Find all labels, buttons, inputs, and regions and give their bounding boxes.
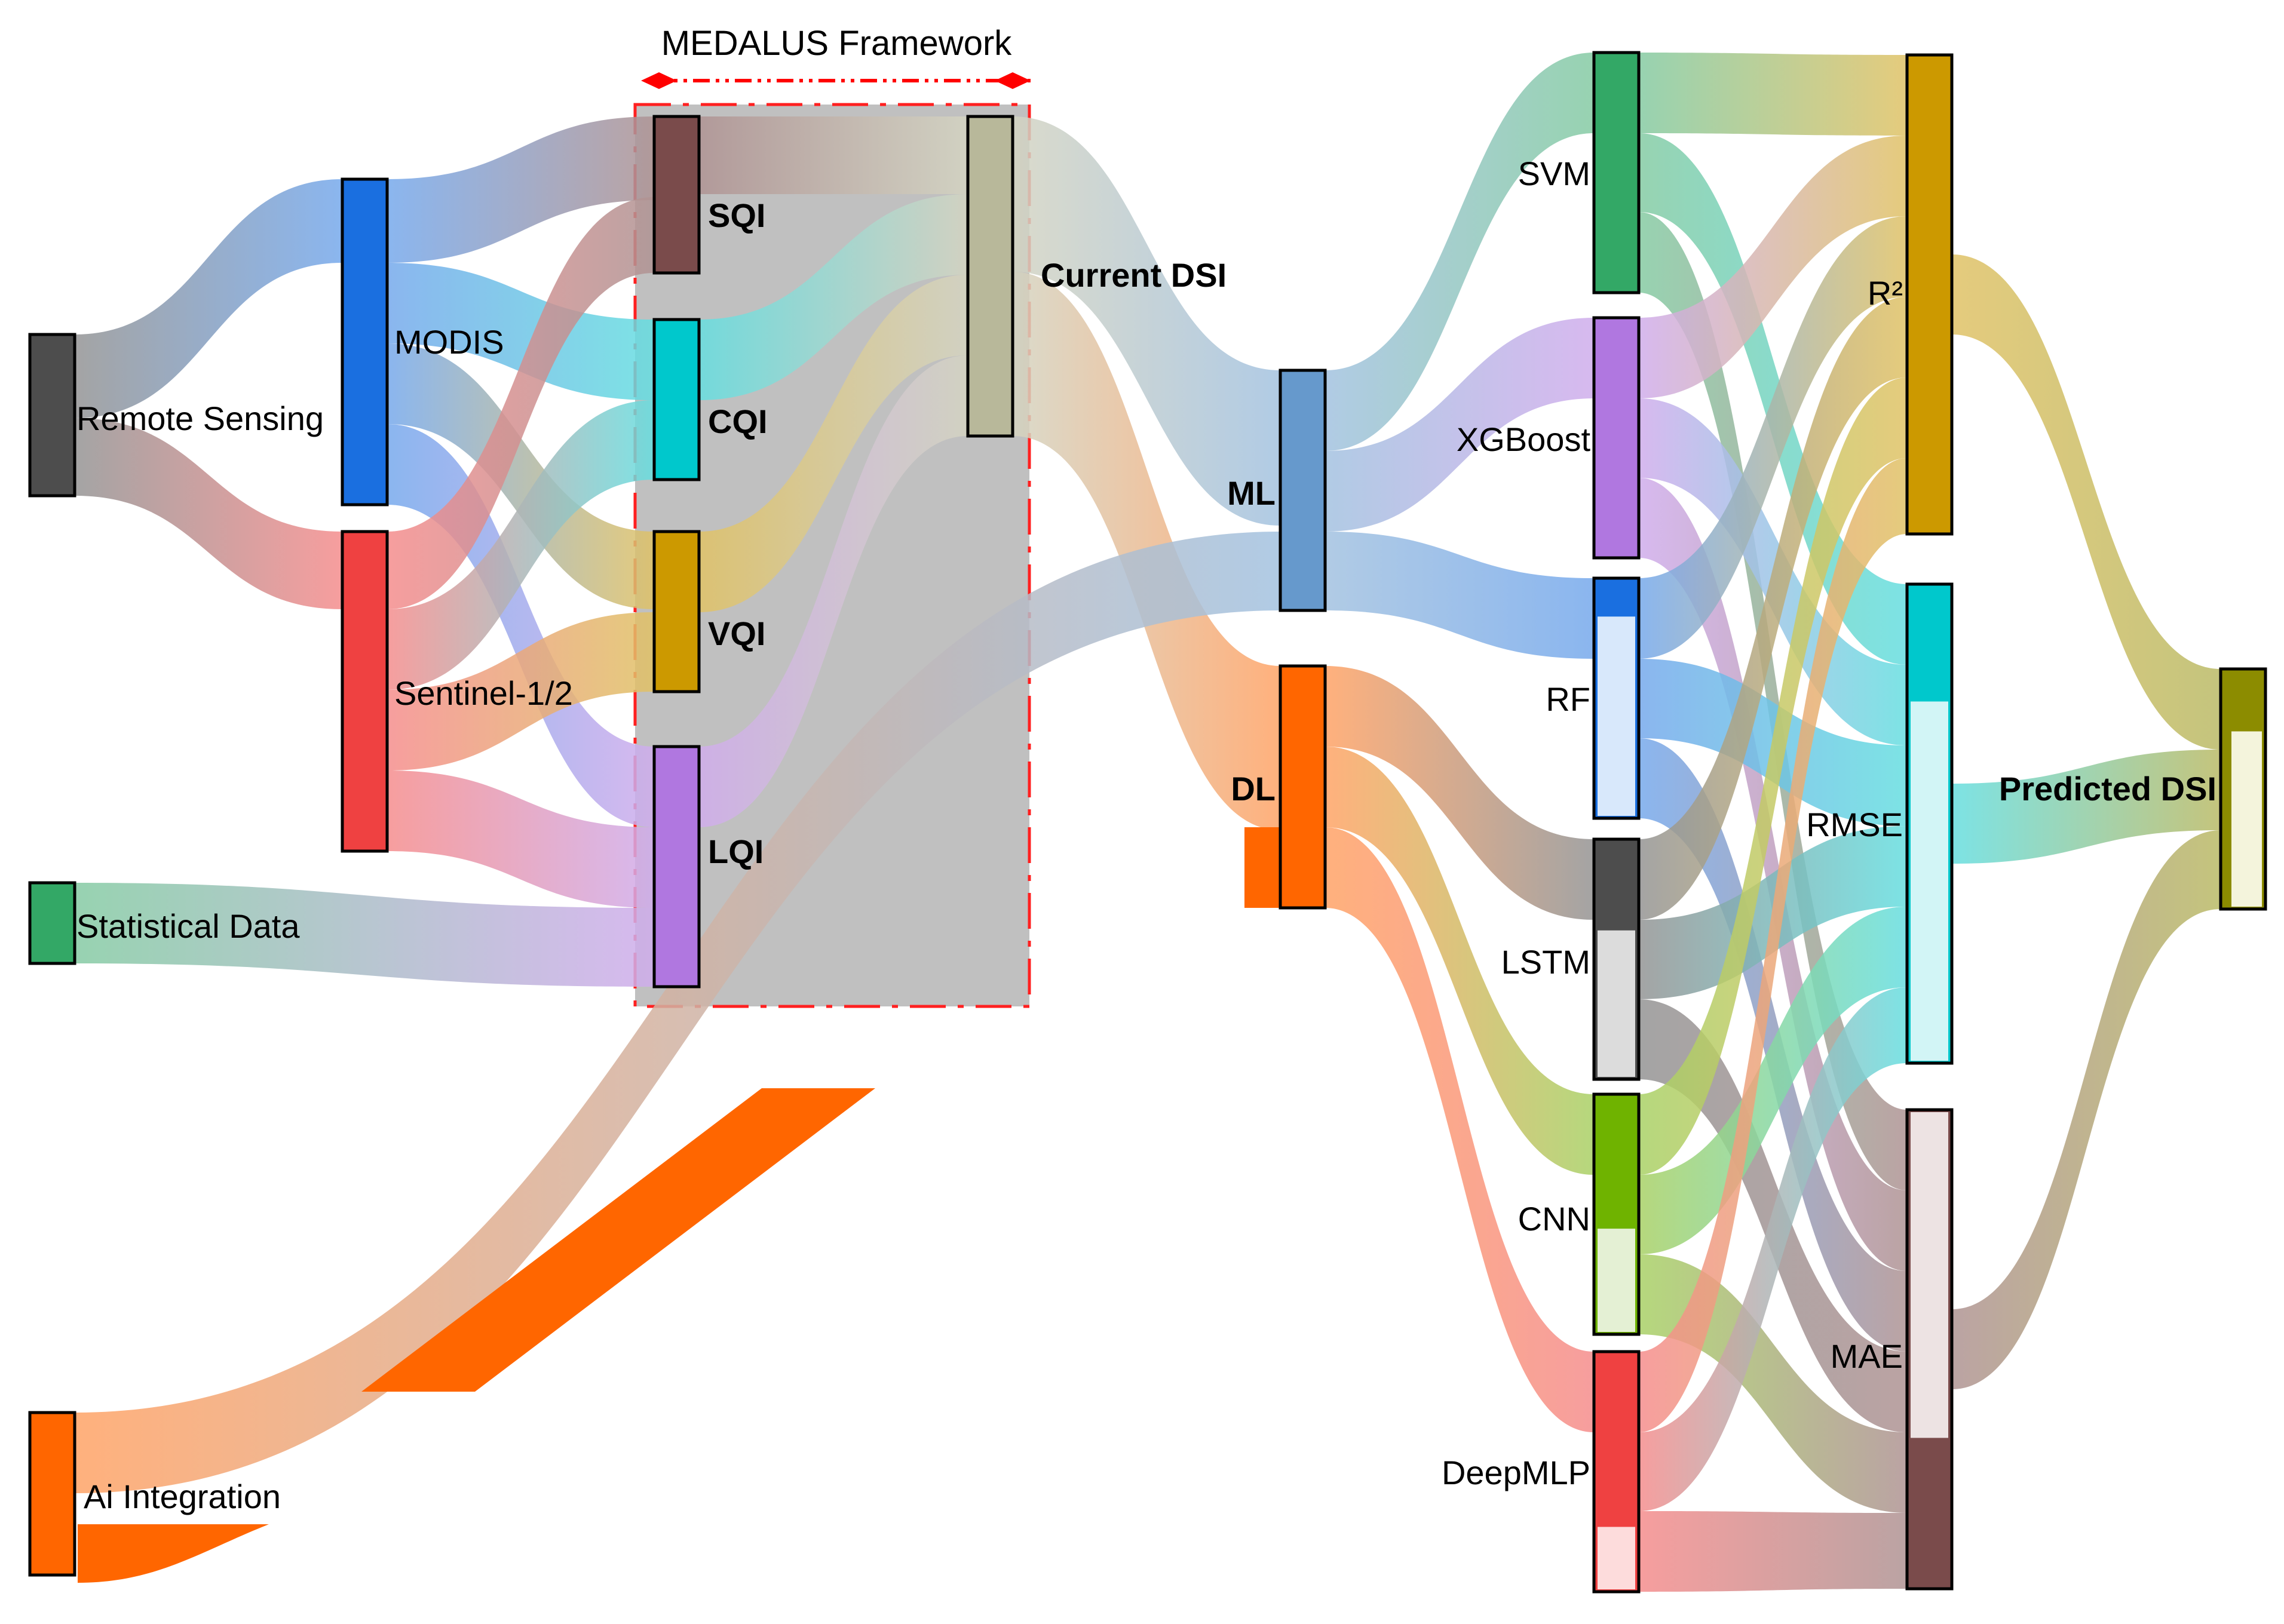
- link-deepmlp-to-r2: [1639, 458, 1907, 1432]
- link-deepmlp-to-mae: [1639, 1511, 1907, 1592]
- label-mae: MAE: [1831, 1337, 1903, 1375]
- node-modis: [341, 177, 389, 506]
- node-svm: [1592, 51, 1641, 294]
- link-ml-to-rf: [1325, 532, 1594, 659]
- sankey-nodes: [28, 51, 2267, 1594]
- label-lqi: LQI: [708, 833, 764, 870]
- link-ml-to-xgboost: [1325, 318, 1594, 532]
- framework-title-bracket: MEDALUS Framework: [641, 24, 1031, 89]
- label-sqi: SQI: [708, 197, 765, 234]
- node-vqi: [652, 530, 701, 693]
- link-sentinel-to-vqi: [387, 612, 654, 770]
- link-remote_sensing-to-modis: [75, 179, 342, 418]
- label-modis: MODIS: [394, 323, 504, 361]
- label-svm: SVM: [1518, 155, 1590, 192]
- link-rf-to-r2: [1639, 216, 1907, 659]
- node-sqi: [652, 115, 701, 275]
- link-modis-to-vqi: [387, 343, 654, 609]
- link-cnn-to-rmse: [1639, 907, 1907, 1254]
- node-xgboost: [1592, 316, 1641, 560]
- label-lstm: LSTM: [1501, 943, 1590, 981]
- node-remote_sensing: [28, 333, 76, 498]
- link-svm-to-r2: [1639, 53, 1907, 136]
- link-dl-to-deepmlp: [1325, 827, 1594, 1432]
- label-vqi: VQI: [708, 615, 765, 652]
- node-rmse: [1905, 582, 1954, 1065]
- node-r2: [1905, 53, 1954, 536]
- link-sentinel-to-cqi: [387, 400, 654, 690]
- node-lqi: [652, 745, 701, 988]
- link-r2-to-predicted_dsi: [1952, 254, 2221, 750]
- label-ai_integration: Ai Integration: [84, 1478, 281, 1515]
- link-mae-to-predicted_dsi: [1952, 830, 2221, 1389]
- label-deepmlp: DeepMLP: [1442, 1454, 1590, 1491]
- link-vqi-to-current_dsi: [699, 275, 968, 612]
- label-ml: ML: [1227, 474, 1276, 512]
- link-lqi-to-current_dsi: [699, 355, 968, 827]
- label-sentinel: Sentinel-1/2: [394, 674, 573, 712]
- node-statistical_data: [28, 881, 76, 965]
- node-ml: [1279, 369, 1327, 612]
- label-rf: RF: [1546, 680, 1590, 718]
- node-dl: [1279, 664, 1327, 910]
- link-xgboost-to-r2: [1639, 136, 1907, 398]
- label-dl: DL: [1231, 770, 1276, 808]
- link-modis-to-cqi: [387, 263, 654, 400]
- label-cqi: CQI: [708, 403, 768, 440]
- link-lstm-to-r2: [1639, 297, 1907, 920]
- node-ai_integration: [28, 1411, 76, 1577]
- link-cqi-to-current_dsi: [699, 194, 968, 400]
- label-r2: R²: [1868, 274, 1903, 312]
- node-rf: [1592, 576, 1641, 820]
- link-cnn-to-r2: [1639, 377, 1907, 1175]
- node-lstm: [1592, 837, 1641, 1081]
- link-ml-to-svm: [1325, 53, 1594, 451]
- node-deepmlp: [1592, 1350, 1641, 1594]
- node-predicted_dsi: [2219, 667, 2267, 911]
- link-current_dsi-to-ml: [1013, 116, 1280, 526]
- link-rmse-to-predicted_dsi: [1952, 750, 2221, 864]
- link-svm-to-mae: [1639, 212, 1907, 1190]
- link-deepmlp-to-rmse: [1639, 987, 1907, 1511]
- sankey-links: [75, 53, 2221, 1592]
- link-ai_integration-to-ml: [75, 532, 1280, 1493]
- node-mae: [1905, 1108, 1954, 1591]
- link-statistical_data-to-lqi: [75, 883, 654, 987]
- link-sentinel-to-lqi: [387, 770, 654, 908]
- label-xgboost: XGBoost: [1457, 420, 1591, 458]
- link-sqi-to-current_dsi: [699, 116, 968, 194]
- label-cnn: CNN: [1518, 1200, 1590, 1238]
- framework-title: MEDALUS Framework: [661, 24, 1013, 63]
- node-current_dsi: [966, 115, 1014, 438]
- label-predicted_dsi: Predicted DSI: [1999, 770, 2216, 808]
- node-cqi: [652, 318, 701, 481]
- node-sentinel: [341, 530, 389, 853]
- link-modis-to-sqi: [387, 116, 654, 263]
- label-rmse: RMSE: [1806, 806, 1903, 843]
- label-remote_sensing: Remote Sensing: [76, 400, 324, 437]
- label-current_dsi: Current DSI: [1041, 256, 1227, 294]
- link-sentinel-to-sqi: [387, 197, 654, 609]
- link-dl-to-lstm: [1325, 666, 1594, 920]
- link-remote_sensing-to-sentinel: [75, 418, 342, 609]
- label-statistical_data: Statistical Data: [76, 907, 300, 945]
- node-cnn: [1592, 1092, 1641, 1336]
- link-dl-to-cnn: [1325, 747, 1594, 1175]
